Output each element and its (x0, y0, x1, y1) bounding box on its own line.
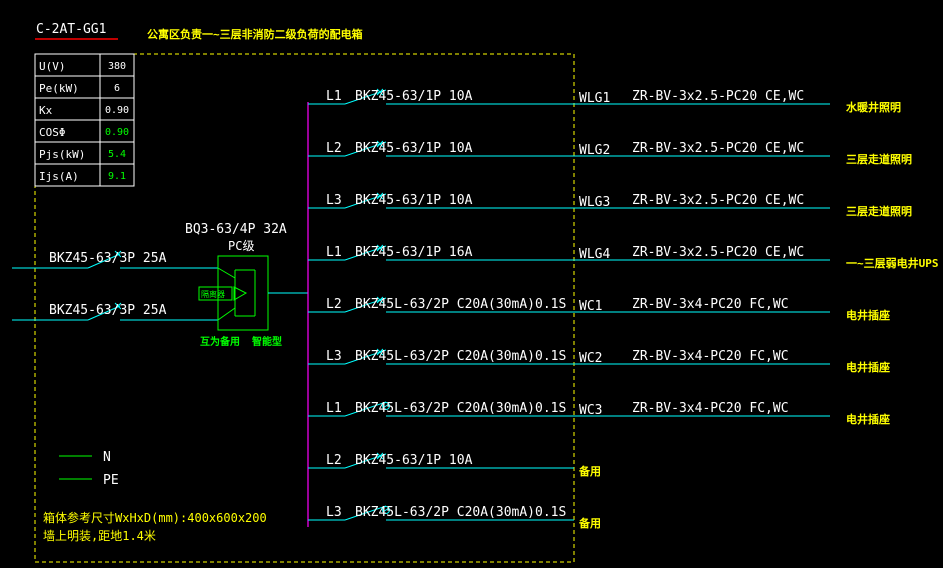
breaker-contact (344, 505, 387, 521)
legend-n-label: N (103, 450, 111, 465)
ats-type-label: 智能型 (252, 335, 282, 348)
param-name-pjs: Pjs(kW) (39, 148, 85, 161)
circuit-load: 水暖井照明 (846, 100, 901, 114)
box-dimension-note: 箱体参考尺寸WxHxD(mm):400x600x200 (43, 510, 267, 525)
ats-switch: BQ3-63/4P 32A PC级 隔离器 互为备用 智能型 (185, 222, 308, 348)
incoming-feeder-1: BKZ45-63/3P 25A (12, 250, 218, 269)
circuit-code: WLG1 (579, 91, 610, 106)
circuit-load: 备用 (578, 516, 601, 530)
circuit-phase: L3 (326, 505, 342, 520)
circuit-phase: L2 (326, 141, 342, 156)
legend-pe-label: PE (103, 473, 119, 488)
breaker-x-2 (376, 296, 384, 304)
circuit-phase: L3 (326, 349, 342, 364)
circuit-cable: ZR-BV-3x4-PC20 FC,WC (632, 401, 789, 416)
breaker-x-2 (376, 140, 384, 148)
circuit-breaker: BKZ45L-63/2P C20A(30mA)0.1S (355, 505, 566, 520)
incoming-breaker-1: BKZ45-63/3P 25A (49, 251, 167, 266)
circuit-load: 电井插座 (846, 308, 890, 322)
circuit-code: WC3 (579, 403, 602, 418)
breaker-x-2 (376, 452, 384, 460)
ats-class: PC级 (228, 239, 254, 253)
param-name-cos: COSΦ (39, 126, 66, 139)
param-value-pjs: 5.4 (108, 149, 126, 160)
rcd-symbol (382, 402, 390, 410)
breaker-contact (344, 401, 387, 417)
circuit-phase: L3 (326, 193, 342, 208)
incoming-breaker-2: BKZ45-63/3P 25A (49, 303, 167, 318)
circuit-breaker: BKZ45-63/1P 10A (355, 141, 473, 156)
ats-inner-label: 隔离器 (201, 289, 225, 299)
circuit-load: 一~三层弱电井UPS (846, 256, 939, 270)
circuit-load: 电井插座 (846, 360, 890, 374)
circuit-breaker: BKZ45-63/1P 10A (355, 453, 473, 468)
circuit-phase: L2 (326, 297, 342, 312)
breaker-x-2 (376, 192, 384, 200)
rcd-symbol-mark (382, 507, 390, 513)
breaker-x-2 (376, 88, 384, 96)
circuit-1: L1 BKZ45-63/1P 10A WLG1 ZR-BV-3x2.5-PC20 CE… (308, 88, 901, 114)
circuit-load: 三层走道照明 (846, 204, 912, 218)
circuit-9: L3 BKZ45L-63/2P C20A(30mA)0.1S 备用 (308, 505, 601, 530)
parameter-table: U(V) 380 Pe(kW) 6 Kx 0.90 COSΦ 0.90 Pjs(… (34, 53, 135, 187)
circuit-cable: ZR-BV-3x2.5-PC20 CE,WC (632, 245, 804, 260)
param-value-voltage: 380 (108, 61, 126, 72)
circuit-4: L1 BKZ45-63/1P 16A WLG4 ZR-BV-3x2.5-PC20 CE… (308, 244, 939, 270)
legend: N PE (59, 450, 119, 488)
param-value-cos: 0.90 (105, 127, 129, 138)
circuit-5: L2 BKZ45L-63/2P C20A(30mA)0.1S WC1 ZR-BV-3x… (308, 296, 890, 322)
circuit-load: 三层走道照明 (846, 152, 912, 166)
circuit-cable: ZR-BV-3x4-PC20 FC,WC (632, 349, 789, 364)
circuit-load: 备用 (578, 464, 601, 478)
param-value-power: 6 (114, 83, 120, 94)
ats-model: BQ3-63/4P 32A (185, 222, 287, 237)
circuit-6: L3 BKZ45L-63/2P C20A(30mA)0.1S WC2 ZR-BV-3x… (308, 348, 890, 374)
circuit-code: WLG4 (579, 247, 610, 262)
rcd-symbol (382, 506, 390, 514)
circuit-3: L3 BKZ45-63/1P 10A WLG3 ZR-BV-3x2.5-PC20 CE… (308, 192, 912, 218)
circuit-load: 电井插座 (846, 412, 890, 426)
circuit-code: WC2 (579, 351, 602, 366)
circuit-code: WLG2 (579, 143, 610, 158)
circuit-code: WC1 (579, 299, 602, 314)
param-value-kx: 0.90 (105, 105, 129, 116)
circuit-cable: ZR-BV-3x2.5-PC20 CE,WC (632, 141, 804, 156)
drawing-code: C-2AT-GG1 (36, 22, 106, 37)
circuit-cable: ZR-BV-3x2.5-PC20 CE,WC (632, 89, 804, 104)
circuit-phase: L1 (326, 401, 342, 416)
rcd-symbol-mark (382, 403, 390, 409)
circuit-8: L2 BKZ45-63/1P 10A 备用 (308, 452, 601, 478)
circuit-phase: L2 (326, 453, 342, 468)
incoming-feeder-2: BKZ45-63/3P 25A (12, 302, 218, 321)
param-name-voltage: U(V) (39, 60, 66, 73)
circuit-breaker: BKZ45-63/1P 16A (355, 245, 473, 260)
enclosure-boundary (34, 53, 575, 563)
circuit-phase: L1 (326, 245, 342, 260)
circuit-breaker: BKZ45-63/1P 10A (355, 193, 473, 208)
circuit-phase: L1 (326, 89, 342, 104)
breaker-x-2 (376, 348, 384, 356)
circuit-cable: ZR-BV-3x2.5-PC20 CE,WC (632, 193, 804, 208)
circuit-cable: ZR-BV-3x4-PC20 FC,WC (632, 297, 789, 312)
circuit-breaker: BKZ45-63/1P 10A (355, 89, 473, 104)
breaker-x-2 (376, 244, 384, 252)
circuit-code: WLG3 (579, 195, 610, 210)
ats-mode-label: 互为备用 (200, 335, 240, 348)
circuit-breaker: BKZ45L-63/2P C20A(30mA)0.1S (355, 401, 566, 416)
circuit-breaker: BKZ45L-63/2P C20A(30mA)0.1S (355, 349, 566, 364)
circuit-2: L2 BKZ45-63/1P 10A WLG2 ZR-BV-3x2.5-PC20 CE… (308, 140, 912, 166)
param-value-ijs: 9.1 (108, 171, 126, 182)
circuit-7: L1 BKZ45L-63/2P C20A(30mA)0.1S WC3 ZR-BV-3x… (308, 401, 890, 426)
mounting-note: 墙上明装,距地1.4米 (43, 529, 156, 543)
diagram-title: 公寓区负责一~三层非消防二级负荷的配电箱 (147, 27, 363, 41)
param-name-kx: Kx (39, 104, 53, 117)
param-name-ijs: Ijs(A) (39, 170, 79, 183)
param-name-power: Pe(kW) (39, 82, 79, 95)
circuit-breaker: BKZ45L-63/2P C20A(30mA)0.1S (355, 297, 566, 312)
